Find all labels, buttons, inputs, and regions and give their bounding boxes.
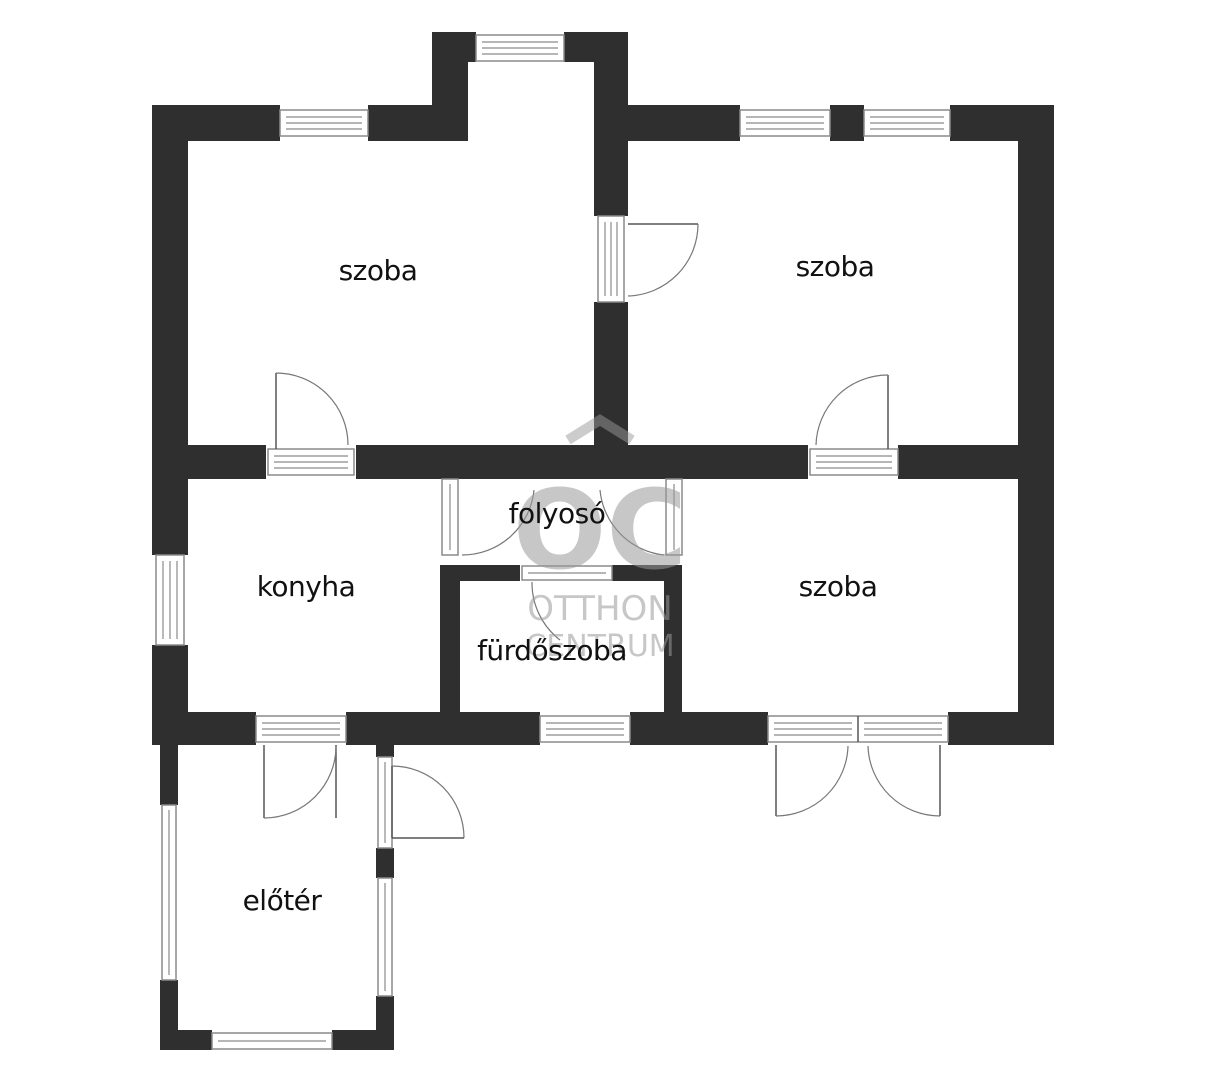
wall-bottom-a (152, 712, 256, 745)
wall-top-left-a (152, 105, 280, 141)
wall-bay-top-left (432, 32, 476, 62)
wall-mid-h-c (898, 445, 1054, 479)
door-folyoso-right (599, 478, 683, 556)
watermark-line1: OTTHON (527, 589, 672, 629)
door-konyha-bottom (255, 715, 347, 819)
wall-mid-h-a (152, 445, 266, 479)
wall-bath-top-a (440, 565, 520, 581)
walls (152, 32, 1054, 1050)
watermark-logo-text: OC (513, 466, 687, 594)
wall-top-right-b (830, 105, 864, 141)
window-top-right-a (739, 109, 831, 137)
door-folyoso-left (441, 478, 535, 556)
window-mid-vertical (597, 215, 625, 303)
wall-left-upper (152, 105, 188, 555)
wall-bottom-b (346, 712, 540, 745)
wall-eloter-right-mid (376, 848, 394, 878)
wall-top-right-a (594, 105, 740, 141)
door-top-right-room (809, 374, 899, 476)
room-label-furdoszoba: fürdőszoba (477, 634, 627, 667)
room-label-szoba-top-left: szoba (339, 254, 418, 287)
wall-eloter-right-bottom (376, 996, 394, 1050)
door-bathroom (521, 565, 613, 641)
door-eloter-entry (391, 765, 465, 839)
wall-mid-h-b (356, 445, 808, 479)
wall-eloter-left-top (160, 745, 178, 805)
window-top-right-b (863, 109, 951, 137)
window-bay (475, 34, 565, 62)
window-top-left (279, 109, 369, 137)
wall-bottom-c (630, 712, 768, 745)
windows (155, 34, 951, 1050)
doors (255, 223, 949, 839)
window-eloter-right-b (377, 877, 393, 997)
room-label-folyoso: folyosó (509, 497, 606, 530)
window-konyha-left (155, 554, 185, 646)
window-bath-bottom (539, 715, 631, 743)
room-labels: szoba szoba folyosó konyha szoba fürdősz… (243, 250, 878, 917)
window-eloter-bottom (211, 1032, 333, 1050)
room-label-konyha: konyha (257, 570, 356, 603)
door-right-room-double (767, 715, 949, 817)
wall-bath-right (664, 565, 682, 735)
wall-eloter-bottom-a (160, 1030, 212, 1050)
wall-right (1018, 105, 1054, 745)
window-eloter-right-a (377, 756, 393, 849)
wall-eloter-right-top (376, 745, 394, 757)
watermark-line2: CENTRUM (525, 629, 674, 664)
door-top-left-room (267, 372, 355, 476)
house-roof-icon (565, 414, 635, 445)
door-between-top-rooms (627, 223, 699, 297)
watermark-logo: OC OTTHON CENTRUM (513, 414, 687, 664)
room-label-eloter: előtér (243, 884, 323, 917)
wall-konyha-right (440, 565, 460, 735)
wall-bottom-d (948, 712, 1054, 745)
room-label-szoba-right: szoba (799, 570, 878, 603)
room-label-szoba-top-right: szoba (796, 250, 875, 283)
window-eloter-left (161, 804, 177, 981)
